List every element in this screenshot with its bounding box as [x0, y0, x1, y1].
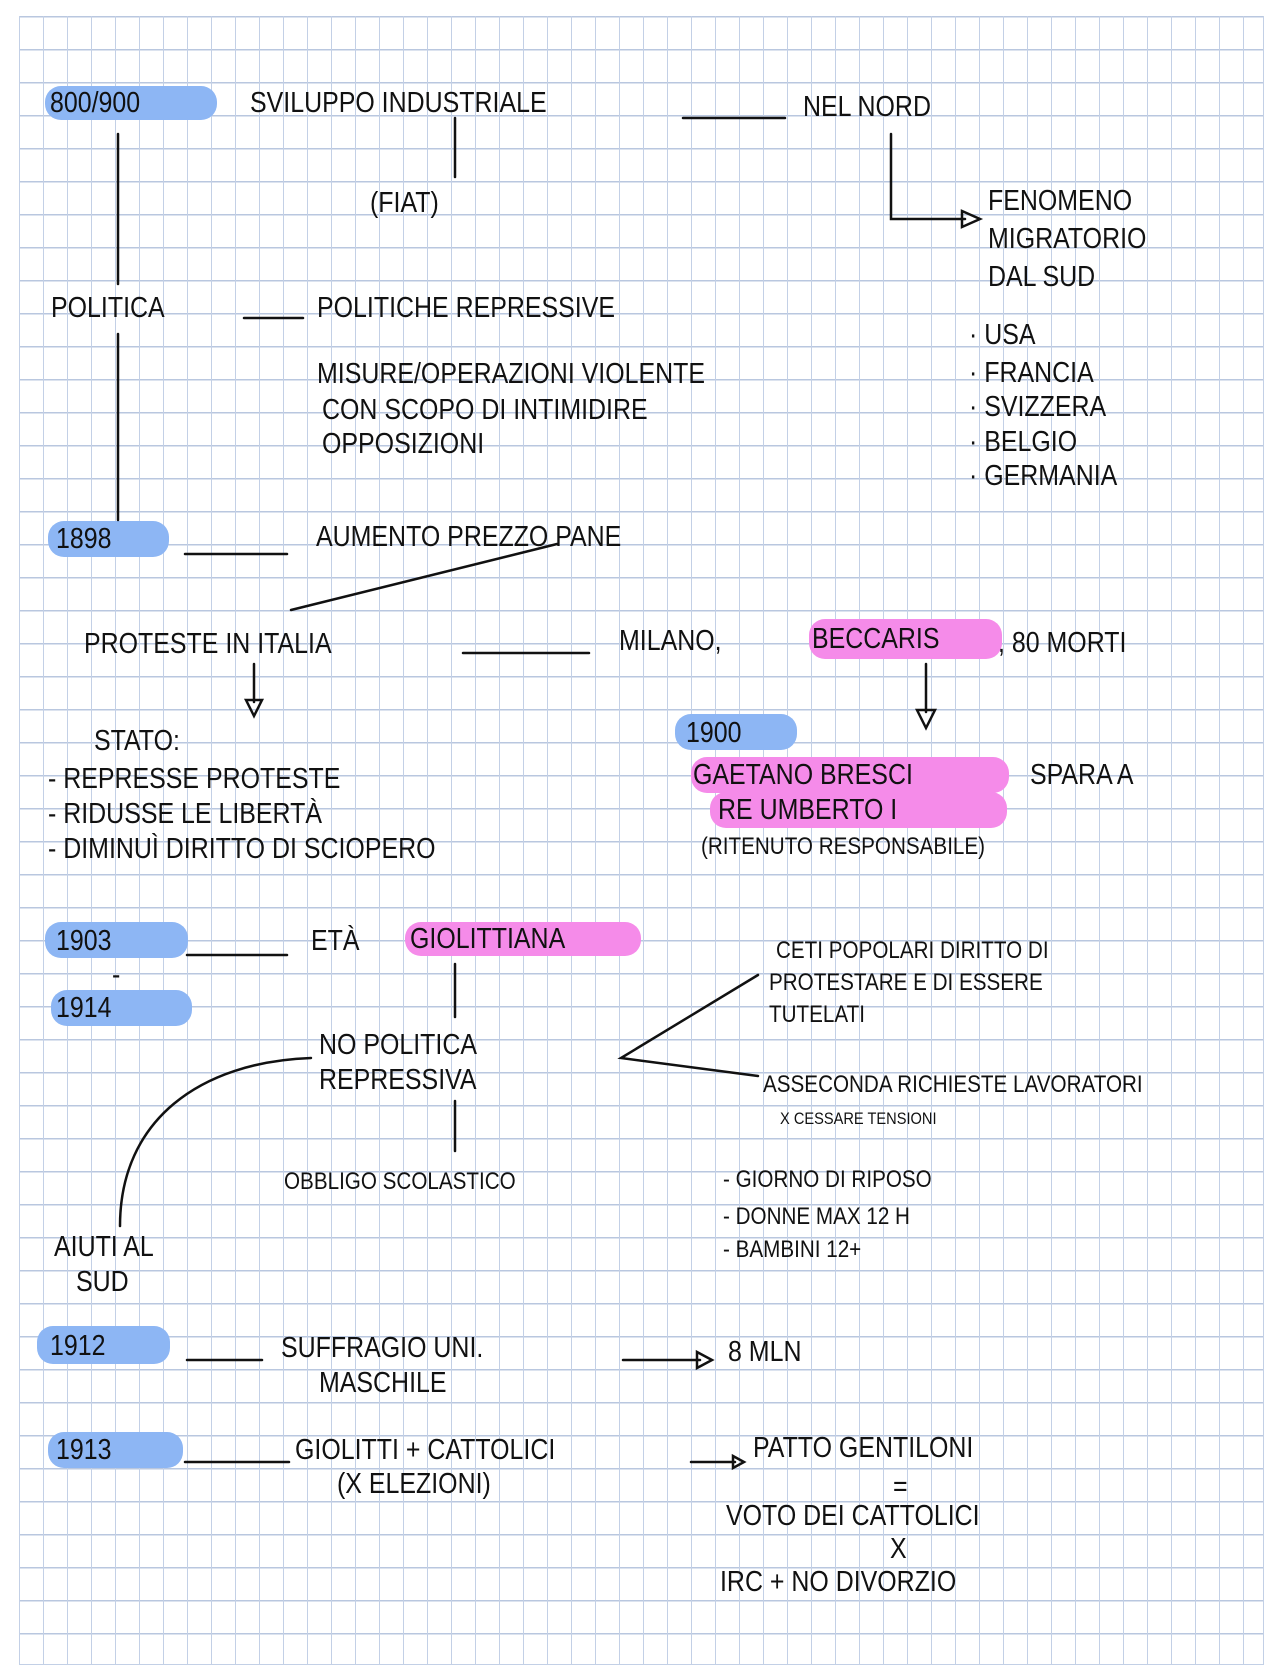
fiat: (FIAT)	[370, 187, 439, 219]
country-item: · Germania	[969, 460, 1118, 492]
ritenuto-responsabile: (ritenuto responsabile)	[701, 833, 986, 860]
asseconda: Asseconda richieste lavoratori	[763, 1071, 1143, 1098]
stato-label: Stato:	[94, 725, 180, 757]
country-item: · Belgio	[969, 426, 1078, 458]
politics-desc: Misure/operazioni violente	[317, 358, 706, 390]
aiuti-line: Aiuti al	[54, 1231, 154, 1263]
highlight-beccaris	[809, 619, 1002, 659]
giolittiana: Giolittiana	[410, 923, 566, 955]
stato-item: - Ridusse le libertà	[48, 798, 322, 830]
highlight-1912	[37, 1326, 170, 1364]
voto-cattolici: Voto dei cattolici	[726, 1500, 980, 1532]
no-politica: No politica	[319, 1029, 477, 1061]
rights-item: - Giorno di riposo	[723, 1166, 932, 1193]
proteste-italia: Proteste in Italia	[84, 628, 332, 660]
otto-milioni: 8 mln	[728, 1336, 802, 1368]
highlight-umberto	[710, 792, 1007, 828]
patto-gentiloni: Patto Gentiloni	[753, 1432, 974, 1464]
nel-nord: nel Nord	[803, 91, 931, 123]
maschile: maschile	[319, 1367, 447, 1399]
highlight-800-900	[45, 86, 217, 120]
country-item: · USA	[969, 319, 1036, 351]
date-1898: 1898	[56, 523, 112, 555]
politica-label: Politica	[51, 292, 165, 324]
highlight-1913	[48, 1432, 183, 1468]
obbligo-scolastico: Obbligo scolastico	[284, 1168, 516, 1195]
eta: Età	[311, 925, 360, 957]
cessare-tensioni: x cessare tensioni	[780, 1109, 937, 1128]
migration-line-2: migratorio	[988, 223, 1147, 255]
per-x: x	[890, 1533, 907, 1565]
migration-line-1: Fenomeno	[988, 185, 1133, 217]
highlight-giolittiana	[405, 922, 641, 956]
arrow-head-icon	[960, 209, 984, 229]
milano: Milano,	[619, 625, 722, 657]
per-elezioni: (x elezioni)	[337, 1468, 491, 1500]
suffragio: Suffragio uni.	[281, 1332, 484, 1364]
country-item: · Francia	[969, 357, 1094, 389]
date-1912: 1912	[50, 1330, 106, 1362]
repressiva: repressiva	[319, 1064, 477, 1096]
date-dash: -	[112, 959, 121, 991]
date-800-900: 800/900	[50, 87, 141, 119]
politiche-repressive: Politiche repressive	[317, 292, 615, 324]
spara-a: spara a	[1030, 759, 1134, 791]
beccaris: Beccaris	[812, 623, 940, 655]
migration-line-3: dal Sud	[988, 261, 1096, 293]
highlight-1898	[48, 521, 169, 557]
highlight-1903	[45, 922, 188, 958]
country-item: · Svizzera	[969, 391, 1107, 423]
politics-desc: con scopo di intimidire	[322, 394, 648, 426]
stato-item: - Diminuì diritto di sciopero	[48, 833, 436, 865]
ottanta-morti: , 80 morti	[998, 627, 1127, 659]
stato-item: - Represse proteste	[48, 763, 341, 795]
highlight-1900	[675, 714, 797, 750]
giolitti-cattolici: Giolitti + cattolici	[295, 1434, 556, 1466]
title-sviluppo: Sviluppo industriale	[250, 87, 547, 119]
gaetano-bresci: Gaetano Bresci	[693, 759, 913, 791]
rights-item: - Donne max 12 h	[723, 1203, 910, 1230]
date-1903: 1903	[56, 925, 112, 957]
ceti-line: Ceti popolari diritto di	[776, 937, 1049, 964]
politics-desc: opposizioni	[322, 428, 485, 460]
aumento-pane: Aumento prezzo pane	[316, 521, 622, 553]
date-1900: 1900	[686, 717, 742, 749]
rights-item: - Bambini 12+	[723, 1236, 862, 1263]
aiuti-line: Sud	[76, 1266, 129, 1298]
date-1914: 1914	[56, 992, 112, 1024]
equals: =	[893, 1471, 908, 1503]
ceti-line: protestare e di essere	[769, 969, 1043, 996]
re-umberto: Re Umberto I	[718, 794, 898, 826]
grid-paper	[19, 16, 1264, 1665]
ceti-line: tutelati	[769, 1001, 865, 1028]
irc-no-divorzio: IRC + no divorzio	[720, 1566, 957, 1598]
date-1913: 1913	[56, 1434, 112, 1466]
highlight-1914	[51, 990, 192, 1026]
highlight-bresci	[691, 757, 1009, 793]
